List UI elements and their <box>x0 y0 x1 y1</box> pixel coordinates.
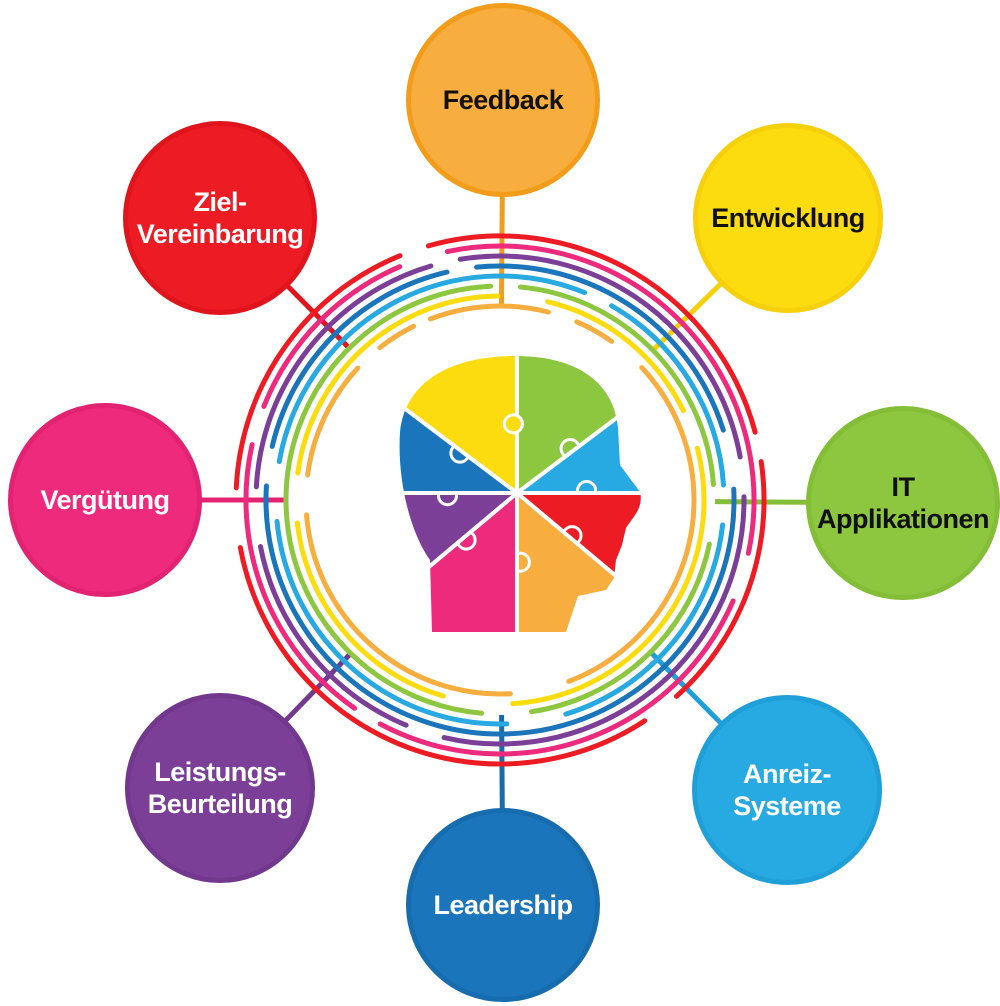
puzzle-piece-7 <box>399 356 523 495</box>
node-leistung: Leistungs- Beurteilung <box>125 693 315 883</box>
node-anreiz: Anreiz- Systeme <box>692 695 882 885</box>
node-label: Vergütung <box>40 484 171 515</box>
puzzle-knob <box>502 413 524 435</box>
node-label: Feedback <box>442 84 564 115</box>
ring-8 <box>303 303 697 697</box>
node-ziel: Ziel- Vereinbarung <box>123 121 317 315</box>
connector-it <box>714 499 809 505</box>
node-label: Ziel- Vereinbarung <box>136 186 304 249</box>
node-label: Leadership <box>433 889 573 920</box>
ring-2 <box>243 243 757 757</box>
node-feedback: Feedback <box>406 3 600 197</box>
head-icon <box>399 356 641 632</box>
node-label: Anreiz- Systeme <box>733 758 841 821</box>
ring-3 <box>253 253 747 747</box>
puzzle-piece-6 <box>399 491 523 632</box>
puzzle-piece-8 <box>399 356 519 498</box>
node-label: Leistungs- Beurteilung <box>147 756 293 819</box>
node-leadership: Leadership <box>406 808 600 1002</box>
ring-6 <box>283 283 717 717</box>
connector-ziel <box>285 283 351 350</box>
ring-4 <box>263 263 737 737</box>
node-it: IT Applikationen <box>806 406 1000 600</box>
puzzle-piece-2 <box>511 356 641 495</box>
connector-feedback <box>498 194 505 306</box>
node-entwicklung: Entwicklung <box>693 123 883 313</box>
ring-1 <box>233 233 767 767</box>
puzzle-piece-3 <box>511 491 641 632</box>
node-verguetung: Vergütung <box>8 403 202 597</box>
node-label: Entwicklung <box>711 202 865 233</box>
puzzle-piece-1 <box>515 356 641 498</box>
ring-5 <box>273 273 727 727</box>
node-label: IT Applikationen <box>816 471 990 534</box>
puzzle-piece-5 <box>399 488 519 632</box>
ring-7 <box>293 293 707 707</box>
puzzle-piece-4 <box>515 488 641 632</box>
